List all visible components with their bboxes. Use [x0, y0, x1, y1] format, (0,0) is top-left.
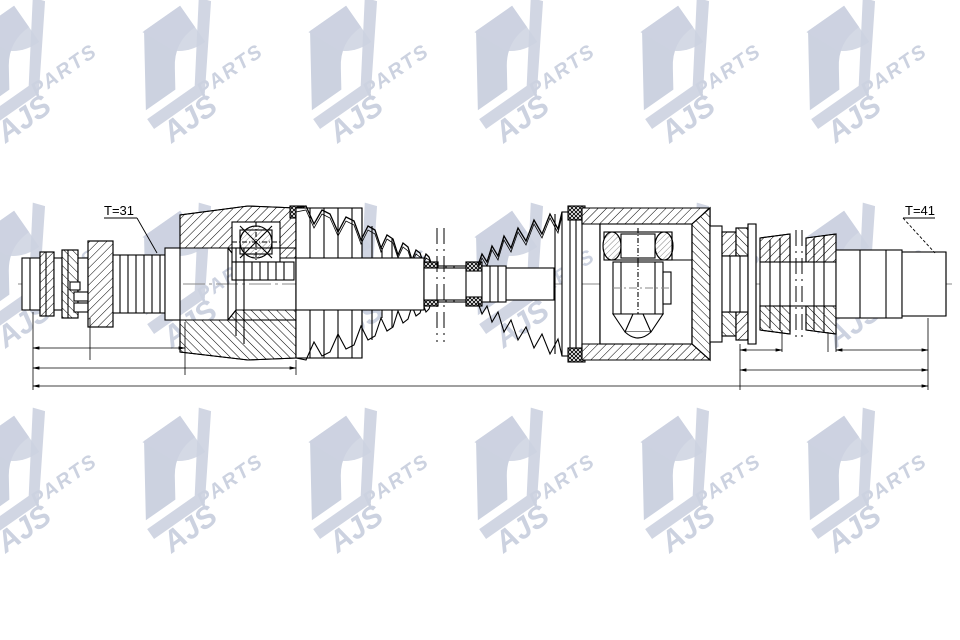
right-splined-shaft — [759, 230, 947, 338]
cv-ball-cage-upper — [231, 221, 281, 263]
outer-cv-joint — [179, 205, 305, 361]
dimension-lines — [32, 312, 929, 390]
left-splined-stub — [87, 240, 181, 328]
label-t31: T=31 — [104, 203, 134, 218]
inner-tripod-joint — [581, 206, 711, 362]
left-end-flange — [21, 249, 89, 319]
center-shaft — [423, 228, 555, 342]
label-t41: T=41 — [905, 203, 935, 218]
support-bearing-flange — [709, 223, 757, 345]
tripod-roller-upper — [602, 228, 674, 264]
